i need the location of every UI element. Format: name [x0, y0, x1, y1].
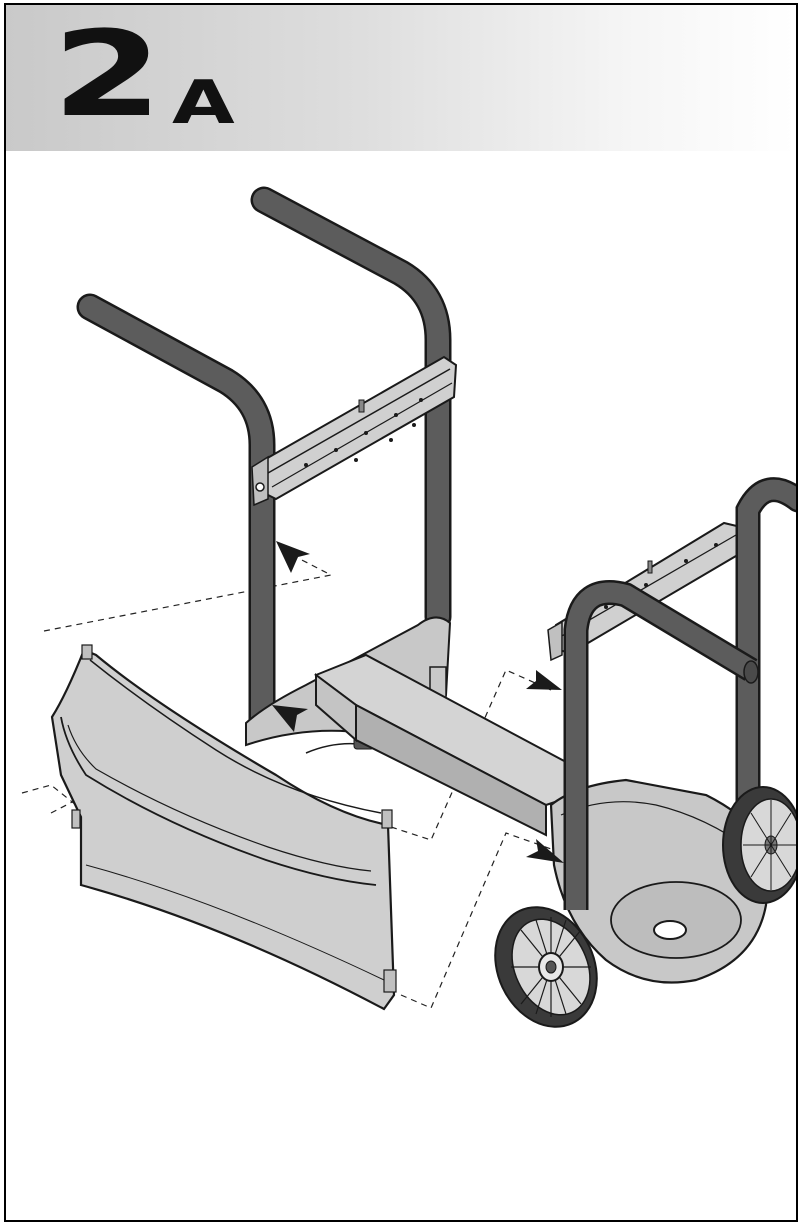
- assembly-illustration: [21, 186, 796, 1028]
- step-letter: A: [172, 68, 235, 138]
- arrow-icon: [272, 705, 308, 732]
- arrow-icon: [526, 839, 564, 863]
- arrow-icon: [276, 541, 310, 573]
- arrow-icon: [526, 670, 562, 690]
- step-number: 2: [52, 5, 163, 143]
- front-panel: [50, 644, 397, 1011]
- step-header: 2 A: [6, 5, 796, 151]
- cross-tube: [313, 653, 583, 837]
- instruction-page: 2 A: [4, 3, 798, 1222]
- right-wheel-frame: [549, 477, 796, 984]
- wheel-left: [494, 906, 598, 1028]
- top-bracket: [251, 355, 458, 507]
- left-handle-frame: [76, 186, 452, 734]
- wheel-right: [722, 786, 796, 904]
